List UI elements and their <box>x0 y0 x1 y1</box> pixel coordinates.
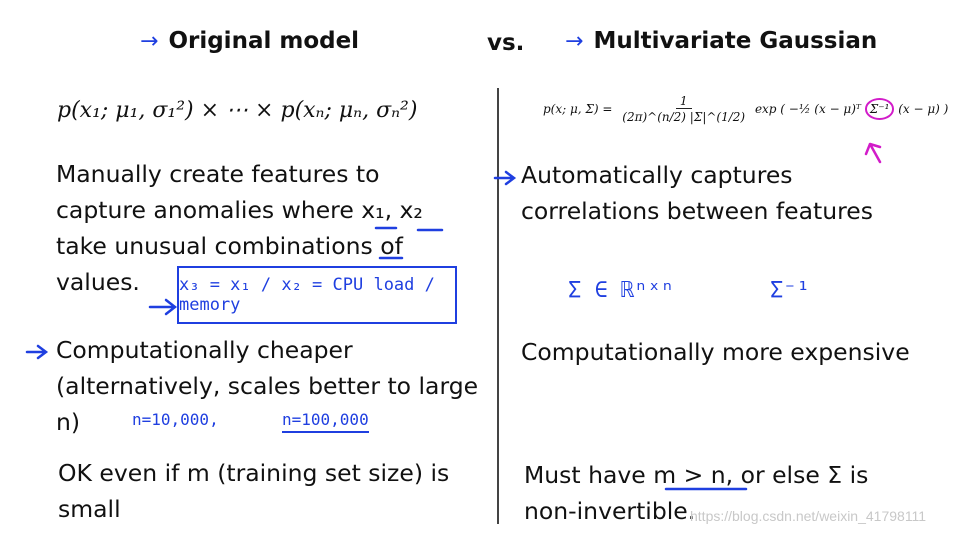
formula-tail: (x − μ) ) <box>898 102 949 116</box>
text-line: non-invertible. <box>524 497 696 525</box>
left-point-small-m: OK even if m (training set size) is smal… <box>58 455 449 527</box>
text-line: Computationally cheaper <box>56 336 353 364</box>
text-line: take unusual combinations of <box>56 232 403 260</box>
text-line: OK even if m (training set size) is <box>58 459 450 487</box>
handwritten-n-large: n=100,000 <box>282 410 369 433</box>
formula-fraction: 1 (2π)^(n/2) |Σ|^(1/2) <box>620 94 747 125</box>
vs-label: vs. <box>487 30 525 56</box>
magenta-arrow-icon <box>864 142 882 164</box>
text-line: Manually create features to <box>56 160 380 188</box>
right-header: → Multivariate Gaussian <box>565 28 877 54</box>
formula-lhs: p(x; μ, Σ) = <box>543 102 613 116</box>
ink-arrow-icon <box>25 344 49 360</box>
text-line: small <box>58 495 121 523</box>
left-point-cheaper: Computationally cheaper (alternatively, … <box>56 332 478 440</box>
handwritten-sigma-inverse: Σ⁻¹ <box>770 278 810 303</box>
right-point-expensive: Computationally more expensive <box>521 338 910 366</box>
right-point-correlations: Automatically captures correlations betw… <box>521 157 873 229</box>
right-title: Multivariate Gaussian <box>593 28 878 54</box>
watermark: https://blog.csdn.net/weixin_41798111 <box>690 508 927 524</box>
handwritten-sigma-dim: Σ ∈ ℝⁿˣⁿ <box>568 278 674 303</box>
column-divider <box>497 88 499 524</box>
left-header: → Original model <box>140 28 359 54</box>
text-line: capture anomalies where x₁, x₂ <box>56 196 423 224</box>
right-formula: p(x; μ, Σ) = 1 (2π)^(n/2) |Σ|^(1/2) exp … <box>543 94 948 125</box>
text-line: (alternatively, scales better to large <box>56 372 479 400</box>
handwritten-n-small: n=10,000, <box>132 410 219 429</box>
left-title: Original model <box>168 28 360 54</box>
ink-arrow-icon <box>148 298 178 316</box>
formula-numerator: 1 <box>675 94 692 109</box>
text-line: correlations between features <box>521 197 873 225</box>
handwritten-feature-box: x₃ = x₁ / x₂ = CPU load / memory <box>177 266 457 324</box>
ink-underline-marks <box>664 487 748 491</box>
right-point-invertible: Must have m > n, or else Σ is non-invert… <box>524 457 868 529</box>
formula-denominator: (2π)^(n/2) |Σ|^(1/2) <box>622 110 746 124</box>
blue-arrow-icon: → <box>140 29 159 54</box>
blue-arrow-icon: → <box>565 29 584 54</box>
left-formula: p(x₁; μ₁, σ₁²) × ⋯ × p(xₙ; μₙ, σₙ²) <box>57 98 418 123</box>
ink-underline-marks <box>374 226 444 260</box>
text-line: values. <box>56 268 140 296</box>
left-point-manual-features: Manually create features to capture anom… <box>56 156 423 300</box>
text-line: Must have m > n, or else Σ is <box>524 461 869 489</box>
ink-arrow-icon <box>493 170 517 186</box>
formula-exp: exp ( −½ (x − μ)ᵀ <box>754 102 861 116</box>
text-line: Automatically captures <box>521 161 793 189</box>
text-line: n) <box>56 408 81 436</box>
sigma-inverse-circled: Σ⁻¹ <box>864 98 895 120</box>
